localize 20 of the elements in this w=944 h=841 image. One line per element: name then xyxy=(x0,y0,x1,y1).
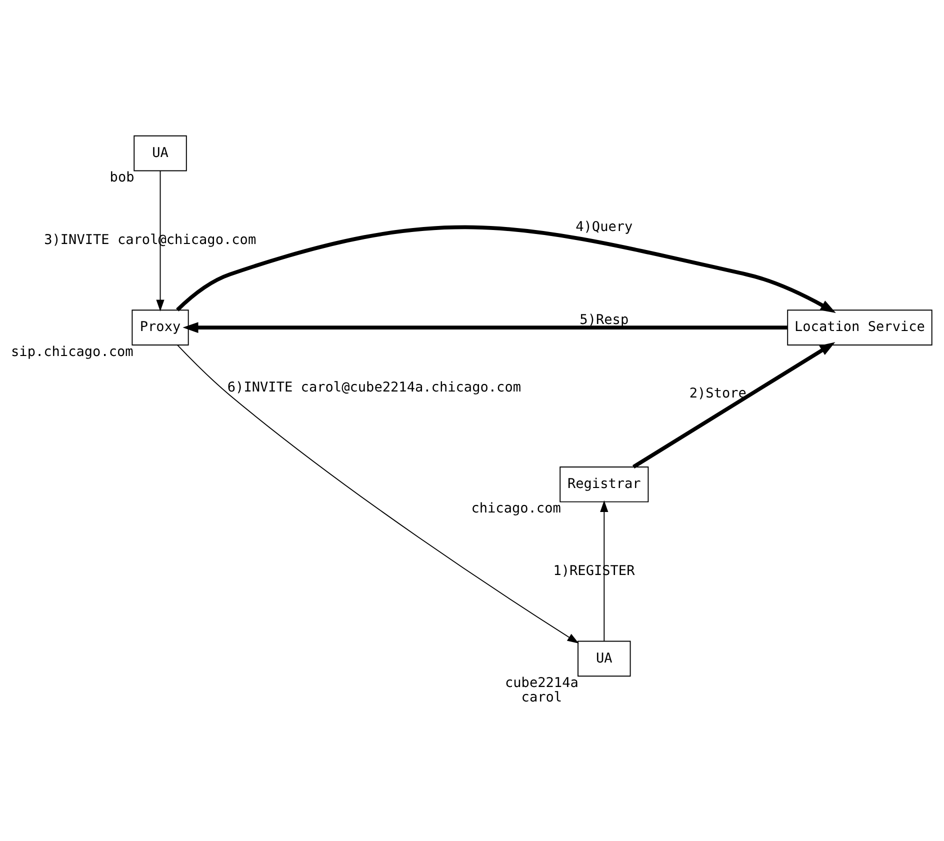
arrow xyxy=(176,226,836,313)
node-box: UA xyxy=(134,135,187,172)
arrow xyxy=(600,500,608,642)
edge-label: 6)INVITE carol@cube2214a.chicago.com xyxy=(227,380,522,396)
node-box: Registrar xyxy=(560,466,649,502)
arrow xyxy=(176,344,579,644)
edge-label: 2)Store xyxy=(689,385,746,402)
node-label: bob xyxy=(110,170,134,186)
edge-label: 5)Resp xyxy=(580,312,629,328)
node-label: cube2214a xyxy=(505,674,578,691)
arrow xyxy=(156,170,164,312)
edge-label: 4)Query xyxy=(576,218,633,235)
node-box: Location Service xyxy=(787,310,932,346)
node-label: chicago.com xyxy=(471,500,561,517)
arrow xyxy=(632,342,836,469)
node-label: carol xyxy=(521,689,562,706)
node-label: sip.chicago.com xyxy=(10,344,134,360)
node-box: Proxy xyxy=(132,310,189,346)
node-box: UA xyxy=(578,640,631,677)
arrow xyxy=(182,322,788,333)
